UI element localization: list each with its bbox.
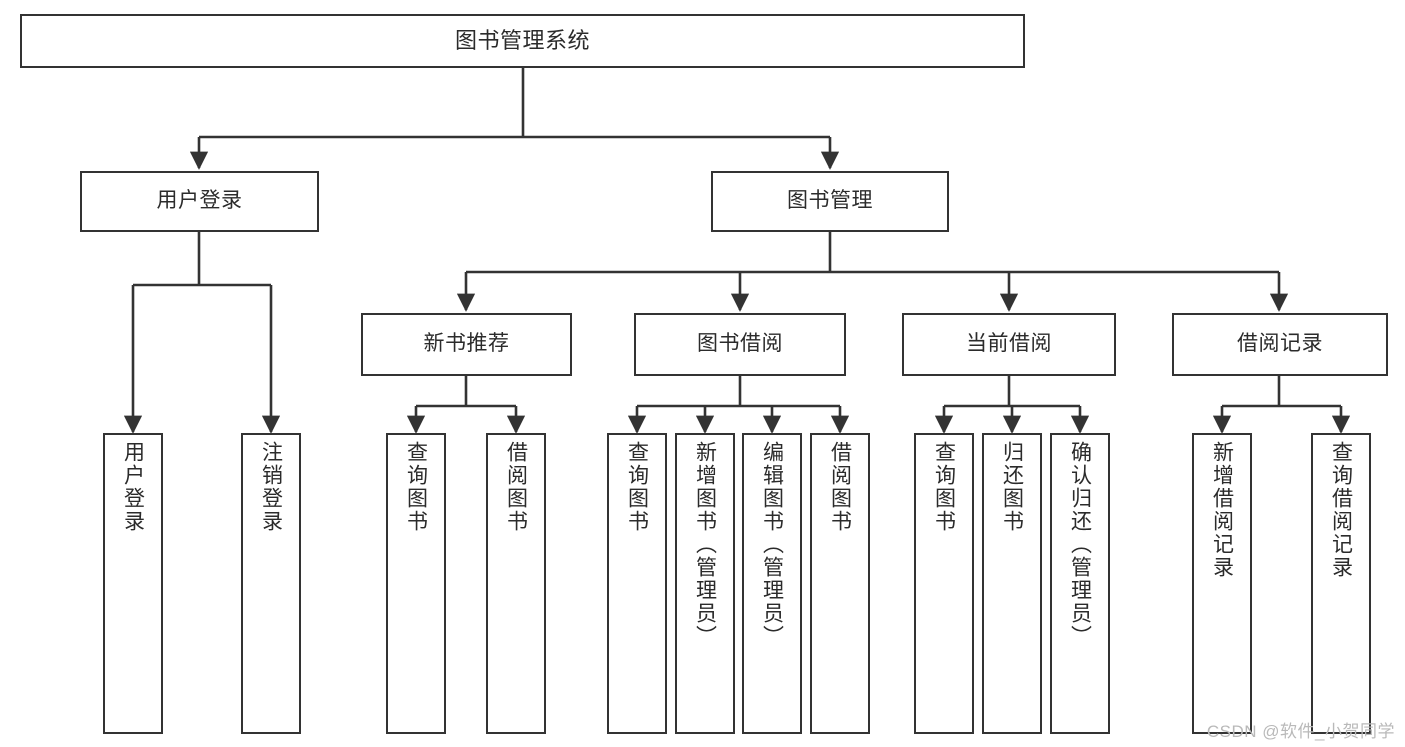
node-borrow-record[interactable]: 借阅记录 (1172, 313, 1388, 376)
watermark: CSDN @软件_小贺同学 (1206, 722, 1395, 741)
node-book-borrow[interactable]: 图书借阅 (634, 313, 846, 376)
node-book-manage-label: 图书管理 (787, 189, 873, 213)
node-leaf-confirm-return-label: 确认归还（管理员） (1068, 441, 1092, 648)
node-leaf-user-logout[interactable]: 注销登录 (241, 433, 301, 734)
node-leaf-user-login-label: 用户登录 (121, 441, 145, 533)
node-current-borrow-label: 当前借阅 (966, 332, 1052, 356)
node-new-book-recommend[interactable]: 新书推荐 (361, 313, 572, 376)
node-book-manage[interactable]: 图书管理 (711, 171, 949, 232)
node-leaf-borrow-book-2-label: 借阅图书 (828, 441, 852, 533)
node-leaf-borrow-book-2[interactable]: 借阅图书 (810, 433, 870, 734)
node-book-borrow-label: 图书借阅 (697, 332, 783, 356)
node-new-book-recommend-label: 新书推荐 (423, 332, 510, 356)
node-leaf-query-record[interactable]: 查询借阅记录 (1311, 433, 1371, 734)
node-root[interactable]: 图书管理系统 (20, 14, 1025, 68)
node-leaf-borrow-book-1-label: 借阅图书 (504, 441, 528, 533)
node-user-login[interactable]: 用户登录 (80, 171, 319, 232)
node-user-login-label: 用户登录 (156, 189, 243, 213)
node-borrow-record-label: 借阅记录 (1237, 332, 1323, 356)
node-leaf-return-book-label: 归还图书 (1000, 441, 1024, 533)
node-leaf-edit-book[interactable]: 编辑图书（管理员） (742, 433, 802, 734)
node-leaf-query-book-3[interactable]: 查询图书 (914, 433, 974, 734)
node-current-borrow[interactable]: 当前借阅 (902, 313, 1116, 376)
node-leaf-query-book-2-label: 查询图书 (625, 441, 649, 533)
node-leaf-return-book[interactable]: 归还图书 (982, 433, 1042, 734)
node-leaf-query-book-1[interactable]: 查询图书 (386, 433, 446, 734)
node-leaf-add-record[interactable]: 新增借阅记录 (1192, 433, 1252, 734)
node-leaf-add-record-label: 新增借阅记录 (1210, 441, 1234, 579)
node-leaf-query-book-1-label: 查询图书 (404, 441, 428, 533)
node-leaf-user-logout-label: 注销登录 (259, 441, 283, 533)
node-leaf-add-book[interactable]: 新增图书（管理员） (675, 433, 735, 734)
node-leaf-edit-book-label: 编辑图书（管理员） (760, 441, 784, 648)
node-leaf-borrow-book-1[interactable]: 借阅图书 (486, 433, 546, 734)
node-leaf-confirm-return[interactable]: 确认归还（管理员） (1050, 433, 1110, 734)
node-leaf-add-book-label: 新增图书（管理员） (693, 441, 717, 648)
node-root-label: 图书管理系统 (454, 28, 590, 54)
node-leaf-query-book-3-label: 查询图书 (932, 441, 956, 533)
node-leaf-query-book-2[interactable]: 查询图书 (607, 433, 667, 734)
node-leaf-user-login[interactable]: 用户登录 (103, 433, 163, 734)
node-leaf-query-record-label: 查询借阅记录 (1329, 441, 1353, 579)
